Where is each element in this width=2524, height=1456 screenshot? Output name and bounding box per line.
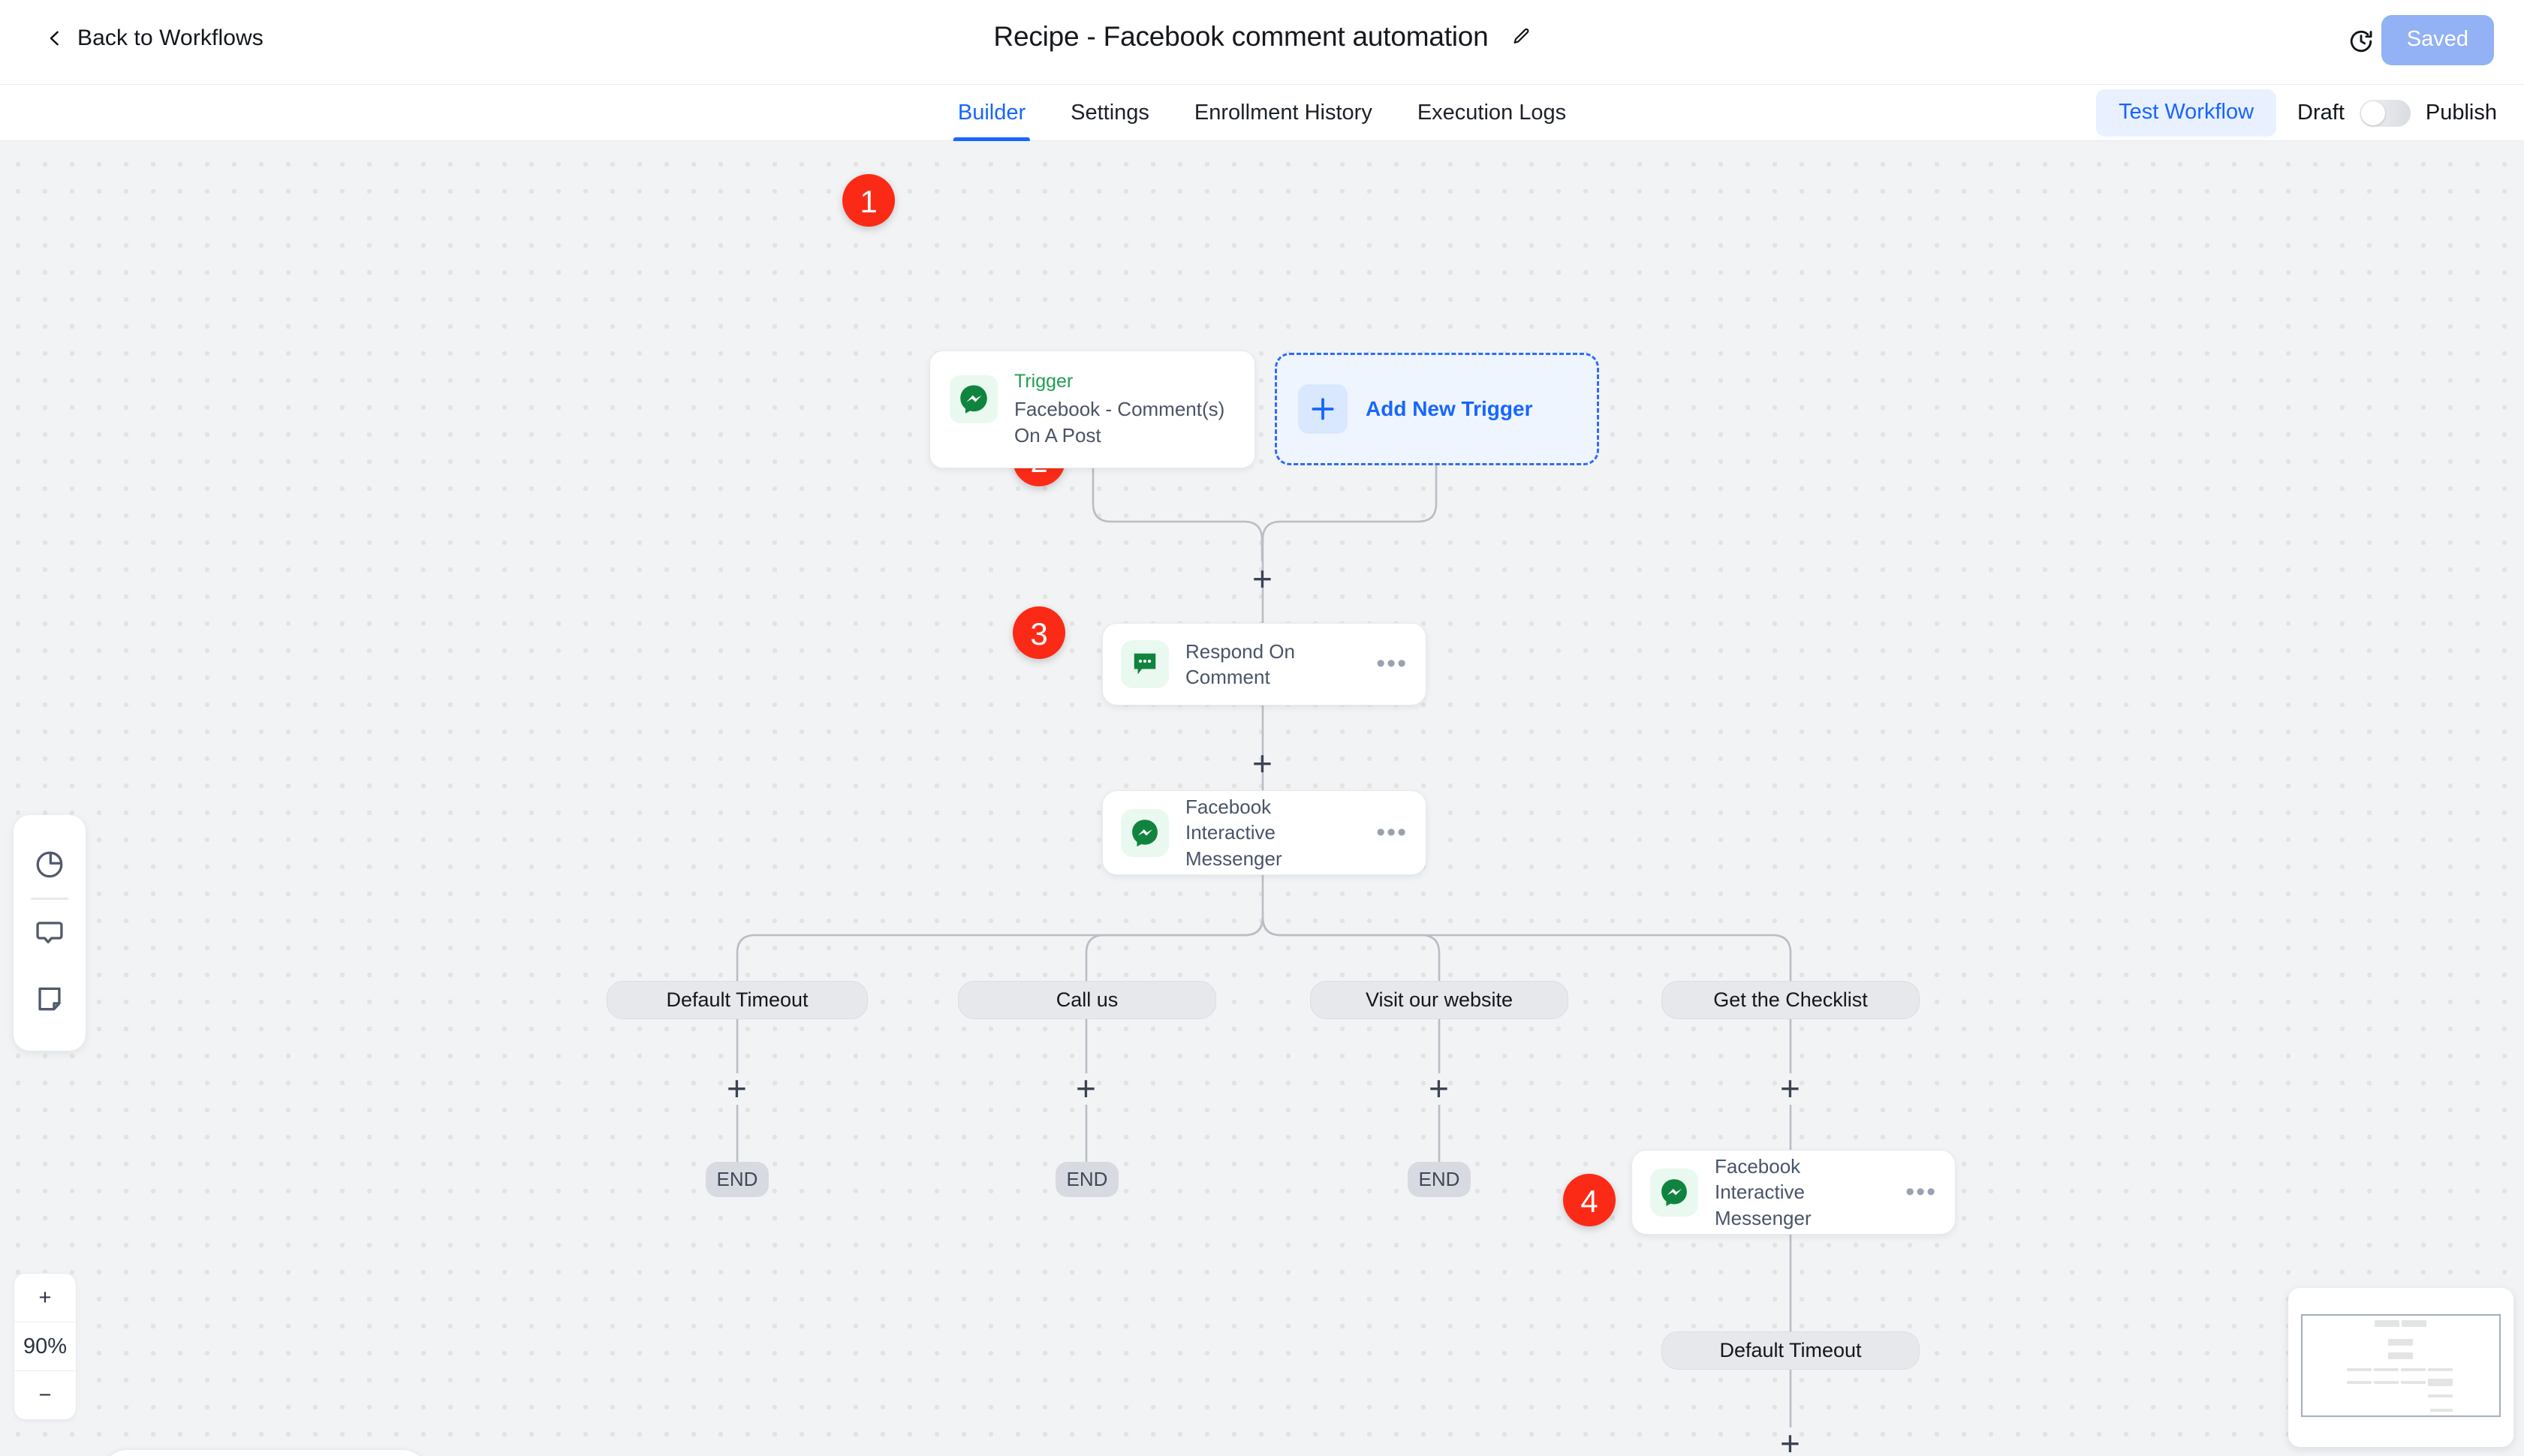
plus-glyph [1312, 398, 1334, 420]
connector-edges [736, 465, 1792, 1427]
back-to-workflows-label: Back to Workflows [77, 26, 264, 50]
chevron-left-icon [50, 31, 59, 46]
comment-bubble-icon [1121, 640, 1169, 688]
add-step-plus-branch-5[interactable]: + [1780, 1424, 1800, 1456]
tab-bar-actions: Test Workflow Draft Publish [2096, 85, 2497, 141]
svg-text:3: 3 [1030, 616, 1047, 651]
facebook-messenger-icon [950, 375, 998, 423]
add-step-plus-branch-1[interactable]: + [727, 1069, 747, 1108]
tab-enrollment-history[interactable]: Enrollment History [1194, 101, 1372, 125]
trigger-node[interactable]: Trigger Facebook - Comment(s) On A Post [929, 350, 1255, 468]
trigger-node-content: Trigger Facebook - Comment(s) On A Post [950, 371, 1236, 448]
zoom-out-button[interactable]: − [14, 1370, 76, 1419]
comment-icon [36, 922, 63, 943]
messenger-glyph [960, 385, 987, 414]
trigger-kicker: Trigger [1014, 370, 1074, 392]
action-node-title: Respond On Comment [1185, 639, 1295, 688]
tab-list: Builder Settings Enrollment History Exec… [935, 85, 1589, 141]
add-step-plus-branch-4[interactable]: + [1780, 1069, 1800, 1108]
tab-execution-logs[interactable]: Execution Logs [1417, 101, 1567, 125]
facebook-messenger-icon [1650, 1168, 1698, 1217]
svg-text:1: 1 [860, 184, 877, 219]
branch-pill-visit-our-website[interactable]: Visit our website [1310, 981, 1568, 1019]
trigger-node-text: Trigger Facebook - Comment(s) On A Post [1014, 371, 1236, 448]
publish-toggle-group: Draft Publish [2297, 99, 2497, 127]
end-node-2[interactable]: END [1056, 1162, 1119, 1197]
clock-history-icon[interactable] [2348, 29, 2374, 54]
action-node-title: Facebook Interactive Messenger [1185, 796, 1282, 870]
notes-button[interactable] [14, 966, 86, 1032]
zoom-in-button[interactable]: + [38, 1285, 52, 1310]
tool-divider [31, 898, 68, 900]
trigger-name: Facebook - Comment(s) On A Post [1014, 397, 1225, 447]
publish-label: Publish [2425, 101, 2497, 125]
messenger-glyph [1661, 1178, 1687, 1206]
toggle-knob [2360, 101, 2385, 125]
action-node-facebook-interactive-messenger-2[interactable]: Facebook Interactive Messenger ••• [1631, 1150, 1956, 1235]
node-menu-button[interactable]: ••• [1376, 649, 1408, 678]
page-title: Recipe - Facebook comment automation [993, 21, 1489, 52]
branch-pill-default-timeout-2[interactable]: Default Timeout [1661, 1331, 1920, 1370]
action-node-respond-on-comment[interactable]: Respond On Comment ••• [1102, 623, 1426, 705]
action-node-title: Facebook Interactive Messenger [1715, 1155, 1812, 1229]
add-step-plus-branch-3[interactable]: + [1429, 1069, 1449, 1108]
action-node-facebook-interactive-messenger[interactable]: Facebook Interactive Messenger ••• [1102, 790, 1426, 875]
test-workflow-button[interactable]: Test Workflow [2096, 89, 2277, 137]
workflow-canvas[interactable]: 1 2 3 4 Trigger Facebook - Comment(s) On… [0, 141, 2524, 1456]
branch-pill-get-the-checklist[interactable]: Get the Checklist [1661, 981, 1920, 1019]
draft-label: Draft [2297, 101, 2345, 125]
branch-pill-call-us[interactable]: Call us [958, 981, 1216, 1019]
tab-settings[interactable]: Settings [1071, 101, 1149, 125]
pie-chart-icon [36, 851, 63, 878]
analytics-button[interactable] [14, 832, 86, 898]
node-menu-button[interactable]: ••• [1905, 1177, 1937, 1206]
sticky-note-icon [38, 987, 61, 1011]
end-node-3[interactable]: END [1408, 1162, 1471, 1197]
plus-icon [1298, 384, 1348, 434]
node-menu-button[interactable]: ••• [1376, 817, 1408, 847]
canvas-minimap[interactable] [2288, 1288, 2513, 1447]
zoom-level-label: 90% [14, 1322, 76, 1370]
saved-button[interactable]: Saved [2381, 15, 2494, 65]
messenger-glyph [1132, 819, 1158, 847]
zoom-controls: + 90% − [14, 1273, 77, 1420]
suggestion-bar: Suggestion Add actions [102, 1450, 427, 1456]
svg-text:4: 4 [1580, 1184, 1598, 1219]
top-bar: Back to Workflows Recipe - Facebook comm… [0, 0, 2524, 85]
back-to-workflows-button[interactable]: Back to Workflows [47, 26, 264, 51]
end-node-1[interactable]: END [706, 1162, 769, 1197]
tab-bar: Builder Settings Enrollment History Exec… [0, 85, 2524, 141]
add-step-plus-1[interactable]: + [1252, 559, 1273, 598]
add-new-trigger-label: Add New Trigger [1366, 397, 1533, 420]
comment-bubble-glyph [1134, 653, 1156, 675]
minimap-preview [2300, 1313, 2501, 1418]
add-step-plus-branch-2[interactable]: + [1076, 1069, 1096, 1108]
branch-pill-default-timeout[interactable]: Default Timeout [607, 981, 868, 1019]
add-new-trigger-button[interactable]: Add New Trigger [1275, 353, 1599, 465]
publish-toggle[interactable] [2359, 99, 2411, 127]
facebook-messenger-icon [1121, 808, 1169, 857]
workflow-title-group: Recipe - Facebook comment automation [993, 21, 1530, 53]
comments-button[interactable] [14, 900, 86, 966]
tab-builder[interactable]: Builder [935, 85, 1048, 141]
canvas-tool-panel [14, 815, 86, 1051]
add-step-plus-2[interactable]: + [1252, 744, 1273, 783]
pencil-icon[interactable] [1511, 27, 1531, 47]
